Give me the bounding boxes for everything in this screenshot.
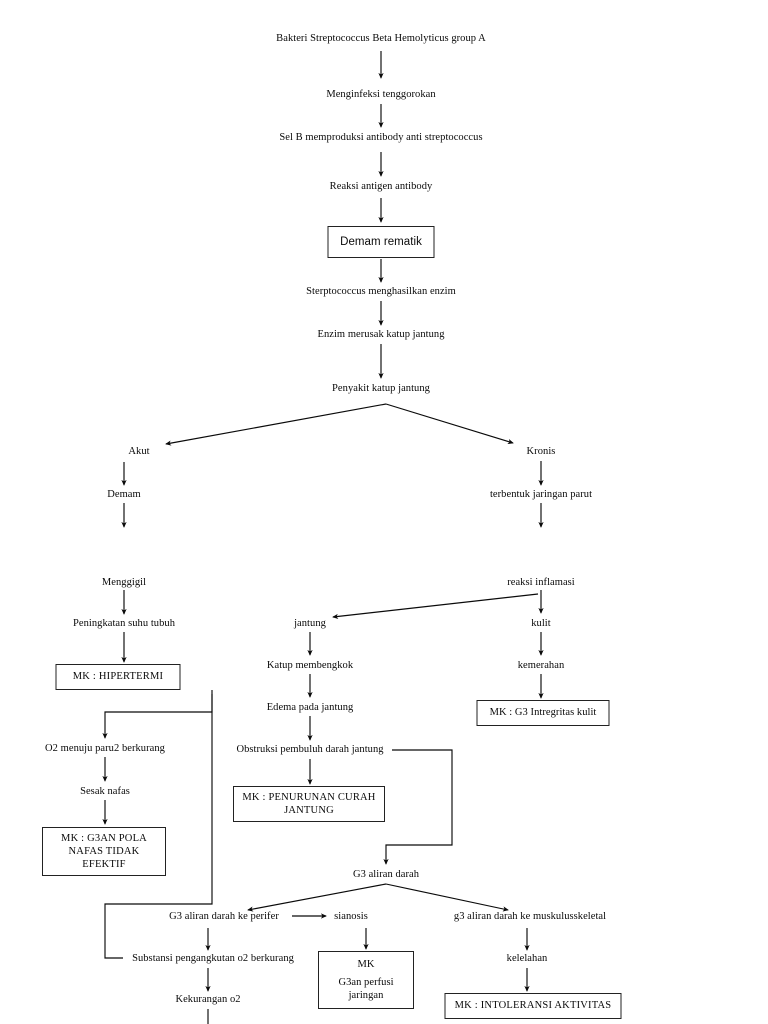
node-mk-hipertermi: MK : HIPERTERMI (55, 664, 181, 690)
node-mk-g3an-perfusi-label: MK G3an perfusi jaringan (319, 958, 413, 1002)
node-o2-menuju-paru2-berkurang: O2 menuju paru2 berkurang (45, 743, 165, 754)
mk-perfusi-line2: G3an perfusi (338, 976, 394, 988)
node-sianosis: sianosis (334, 911, 368, 922)
node-terbentuk-jaringan-parut: terbentuk jaringan parut (489, 489, 593, 500)
node-demam-rematik-label: Demam rematik (340, 235, 422, 248)
mk-perfusi-line1: MK (357, 958, 375, 970)
node-jantung: jantung (294, 618, 326, 629)
node-mk-g3an-pola-nafas-label: MK : G3AN POLA NAFAS TIDAK EFEKTIF (43, 832, 165, 871)
node-mk-intoleransi-aktivitas-label: MK : INTOLERANSI AKTIVITAS (454, 1000, 612, 1012)
node-g3-aliran-darah-ke-perifer: G3 aliran darah ke perifer (169, 911, 279, 922)
node-menginfeksi-tenggorokan: Menginfeksi tenggorokan (326, 89, 436, 100)
node-mk-intoleransi-aktivitas: MK : INTOLERANSI AKTIVITAS (444, 993, 622, 1019)
node-mk-hipertermi-label: MK : HIPERTERMI (72, 671, 164, 683)
node-kronis: Kronis (526, 446, 556, 457)
arrow-split-left (165, 403, 387, 446)
node-reaksi-antigen-antibody: Reaksi antigen antibody (329, 181, 433, 192)
node-reaksi-inflamasi: reaksi inflamasi (507, 577, 575, 588)
node-kekurangan-o2: Kekurangan o2 (175, 994, 241, 1005)
arrow-g3-right (385, 883, 509, 912)
arrow-hipertermi-to-o2 (102, 690, 213, 739)
node-bakteri-streptococcus: Bakteri Streptococcus Beta Hemolyticus g… (276, 33, 486, 44)
node-penyakit-katup-jantung: Penyakit katup jantung (332, 383, 430, 394)
node-mk-g3an-perfusi-jaringan: MK G3an perfusi jaringan (318, 951, 414, 1009)
arrow-n14-n16 (332, 593, 539, 620)
arrow-split-right (385, 403, 514, 445)
node-menggigil: Menggigil (101, 577, 147, 588)
node-mk-g3-intregritas-kulit: MK : G3 Intregritas kulit (476, 700, 610, 726)
mk-perfusi-spacer (323, 971, 409, 976)
node-demam: Demam (107, 489, 141, 500)
arrow-g3-left (247, 883, 387, 912)
mk-penurunan-line2: JANTUNG (284, 805, 334, 816)
node-peningkatan-suhu-tubuh: Peningkatan suhu tubuh (72, 618, 176, 629)
node-enzim-merusak-katup: Enzim merusak katup jantung (317, 329, 445, 340)
node-substansi-pengangkutan-o2: Substansi pengangkutan o2 berkurang (132, 953, 294, 964)
node-akut: Akut (128, 446, 150, 457)
mk-pola-nafas-line3: EFEKTIF (82, 859, 126, 871)
node-sterptococcus-enzim: Sterptococcus menghasilkan enzim (306, 286, 456, 297)
node-mk-penurunan-curah-jantung-label: MK : PENURUNAN CURAH JANTUNG (234, 791, 384, 817)
node-sesak-nafas: Sesak nafas (80, 786, 130, 797)
node-edema-pada-jantung: Edema pada jantung (266, 702, 354, 713)
mk-penurunan-line1: MK : PENURUNAN CURAH (242, 791, 376, 803)
node-g3-aliran-darah: G3 aliran darah (352, 869, 420, 880)
node-kemerahan: kemerahan (517, 660, 565, 671)
node-g3-aliran-darah-muskulusskeletal: g3 aliran darah ke muskulusskeletal (453, 911, 607, 922)
node-kulit: kulit (531, 618, 551, 629)
node-mk-g3an-pola-nafas-tidak-efektif: MK : G3AN POLA NAFAS TIDAK EFEKTIF (42, 827, 166, 876)
node-katup-membengkok: Katup membengkok (266, 660, 354, 671)
node-kelelahan: kelelahan (506, 953, 548, 964)
node-mk-penurunan-curah-jantung: MK : PENURUNAN CURAH JANTUNG (233, 786, 385, 822)
node-demam-rematik: Demam rematik (327, 226, 435, 258)
mk-perfusi-line3: jaringan (348, 990, 384, 1002)
node-mk-g3-intregritas-kulit-label: MK : G3 Intregritas kulit (489, 707, 597, 719)
node-sel-b-memproduksi-antibody: Sel B memproduksi antibody anti streptoc… (279, 132, 483, 143)
mk-pola-nafas-line2: NAFAS TIDAK (68, 845, 140, 857)
arrow-obstruksi-to-g3 (383, 749, 453, 865)
node-obstruksi-pembuluh-darah: Obstruksi pembuluh darah jantung (236, 744, 384, 755)
mk-pola-nafas-line1: MK : G3AN POLA (61, 832, 147, 844)
